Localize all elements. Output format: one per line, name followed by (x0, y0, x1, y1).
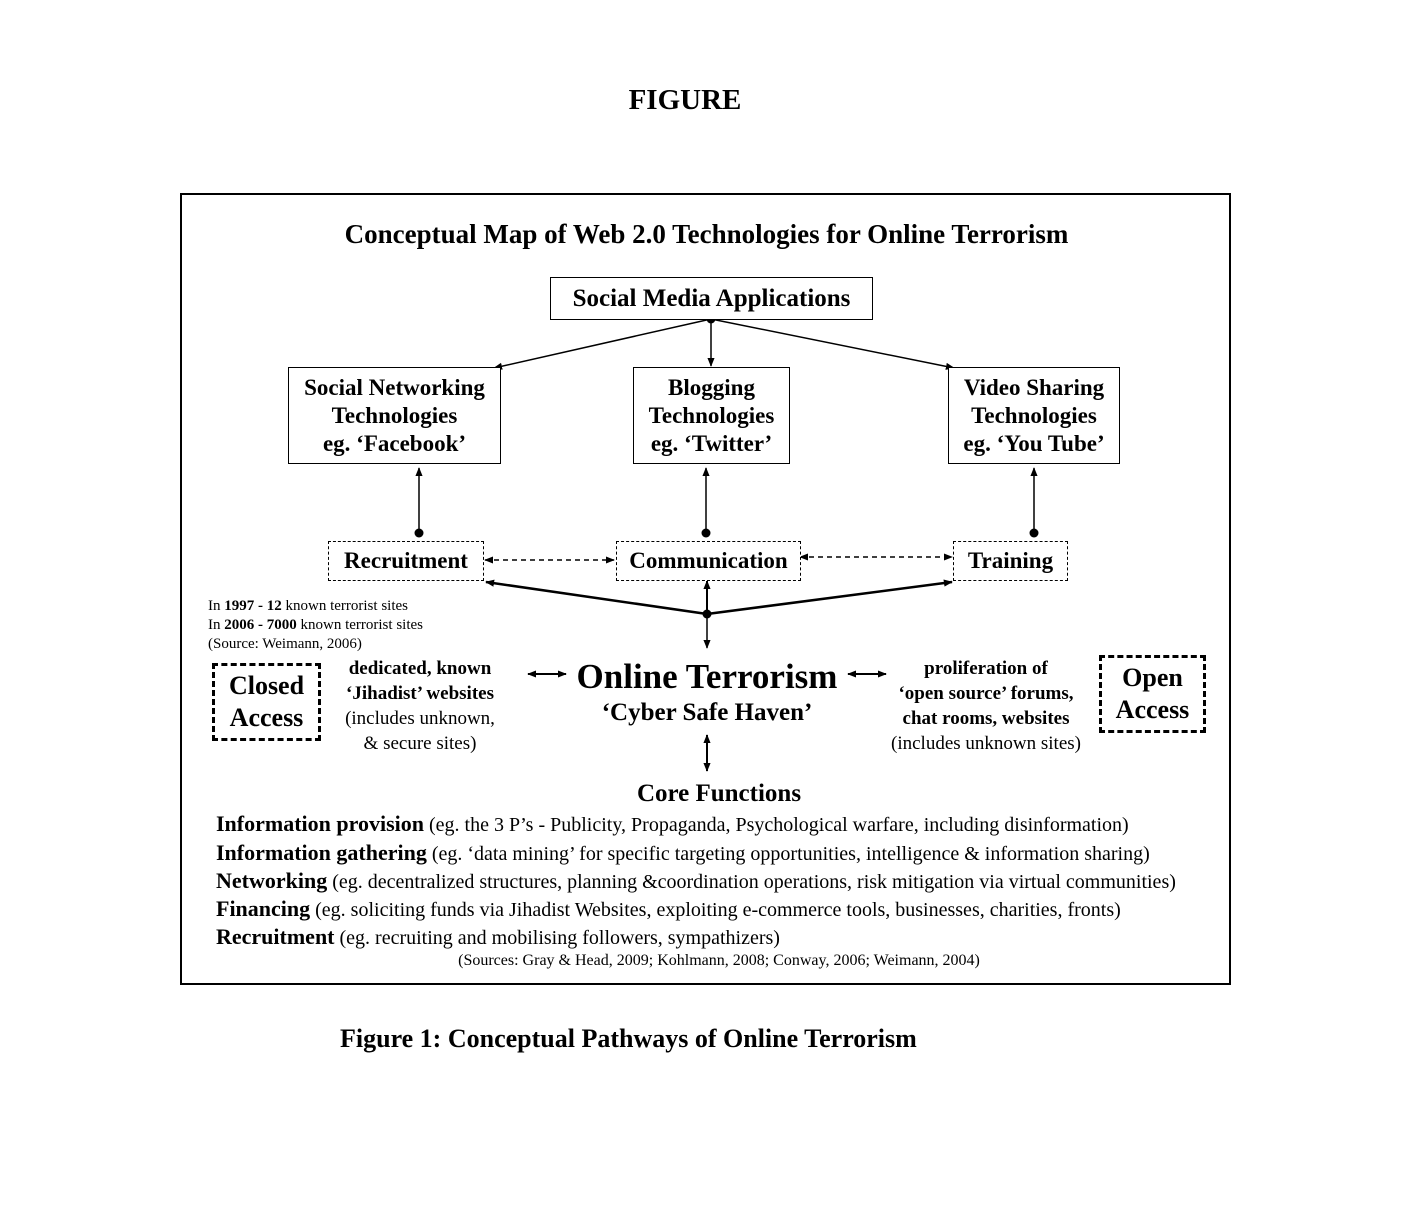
site-stats: In 1997 - 12 known terrorist sites In 20… (208, 597, 423, 654)
core-function-desc: (eg. ‘data mining’ for specific targetin… (426, 843, 1150, 865)
root-label: Social Media Applications (572, 284, 851, 312)
open-access-description: proliferation of ‘open source’ forums, c… (880, 656, 1092, 756)
tech-label-line: Technologies (971, 402, 1097, 428)
core-function-desc: (eg. the 3 P’s - Publicity, Propaganda, … (424, 814, 1129, 836)
edge-hub-training (706, 579, 953, 616)
tech-label-line: Technologies (331, 402, 458, 428)
core-function-desc: (eg. soliciting funds via Jihadist Websi… (310, 899, 1121, 921)
edge-root-social (493, 318, 712, 370)
tech-node-blogging: Blogging Technologies eg. ‘Twitter’ (633, 367, 790, 464)
online-terrorism-node: Online Terrorism ‘Cyber Safe Haven’ (566, 656, 848, 728)
core-function-label: Networking (216, 868, 328, 893)
stat-source: (Source: Weimann, 2006) (208, 636, 362, 652)
tech-label-line: eg. ‘You Tube’ (963, 430, 1105, 456)
figure-heading: FIGURE (628, 84, 742, 116)
stat-2006: In 2006 - 7000 known terrorist sites (208, 617, 423, 633)
core-function-item: Financing (eg. soliciting funds via Jiha… (216, 896, 1121, 922)
core-function-label: Information provision (216, 811, 425, 836)
closed-access-label: Access (229, 703, 304, 732)
closed-desc-line: & secure sites) (363, 733, 477, 754)
tech-label-line: Blogging (668, 374, 755, 400)
open-desc-line: proliferation of (924, 658, 1048, 679)
core-function-item: Networking (eg. decentralized structures… (216, 868, 1176, 894)
open-access-label: Open (1122, 663, 1183, 692)
activity-label: Communication (629, 548, 788, 573)
core-functions-sources: (Sources: Gray & Head, 2009; Kohlmann, 2… (458, 952, 980, 969)
open-desc-line: chat rooms, websites (902, 708, 1070, 729)
open-desc-line: ‘open source’ forums, (898, 683, 1074, 704)
figure-caption: Figure 1: Conceptual Pathways of Online … (340, 1024, 917, 1053)
edge-root-video (710, 318, 955, 370)
closed-desc-line: (includes unknown, (345, 708, 495, 729)
map-title: Conceptual Map of Web 2.0 Technologies f… (344, 219, 1069, 249)
tech-label-line: Technologies (648, 402, 775, 428)
root-node: Social Media Applications (550, 277, 873, 320)
tech-label-line: Video Sharing (963, 374, 1105, 400)
core-function-label: Recruitment (216, 924, 335, 949)
core-function-label: Information gathering (216, 840, 427, 865)
stat-1997: In 1997 - 12 known terrorist sites (208, 598, 408, 614)
tech-label-line: eg. ‘Twitter’ (650, 430, 773, 456)
tech-label-line: Social Networking (304, 374, 485, 400)
open-access-label: Access (1115, 695, 1190, 724)
activity-node-communication: Communication (616, 541, 801, 581)
tech-label-line: eg. ‘Facebook’ (322, 430, 467, 456)
edge-hub-recruitment (485, 579, 708, 616)
core-function-label: Financing (216, 896, 311, 921)
closed-desc-line: ‘Jihadist’ websites (346, 683, 494, 704)
activity-node-training: Training (953, 541, 1068, 581)
core-function-desc: (eg. decentralized structures, planning … (327, 871, 1176, 893)
closed-access-label: Closed (228, 671, 305, 700)
core-function-item: Recruitment (eg. recruiting and mobilisi… (216, 924, 780, 950)
open-desc-line: (includes unknown sites) (891, 733, 1081, 754)
tech-node-video-sharing: Video Sharing Technologies eg. ‘You Tube… (948, 367, 1120, 464)
activity-label: Recruitment (344, 548, 468, 573)
activity-label: Training (967, 548, 1054, 573)
core-function-desc: (eg. recruiting and mobilising followers… (334, 927, 780, 949)
closed-access-node: Closed Access (212, 663, 321, 741)
open-access-node: Open Access (1099, 655, 1206, 733)
tech-node-social-networking: Social Networking Technologies eg. ‘Face… (288, 367, 501, 464)
activity-node-recruitment: Recruitment (328, 541, 484, 581)
core-function-item: Information provision (eg. the 3 P’s - P… (216, 811, 1129, 837)
closed-access-description: dedicated, known ‘Jihadist’ websites (in… (330, 656, 510, 756)
center-title: Online Terrorism (576, 657, 838, 696)
closed-desc-line: dedicated, known (348, 658, 492, 679)
center-subtitle: ‘Cyber Safe Haven’ (601, 699, 813, 726)
diagram-frame (180, 193, 1231, 985)
core-function-item: Information gathering (eg. ‘data mining’… (216, 840, 1150, 866)
core-functions-title: Core Functions (636, 780, 802, 807)
